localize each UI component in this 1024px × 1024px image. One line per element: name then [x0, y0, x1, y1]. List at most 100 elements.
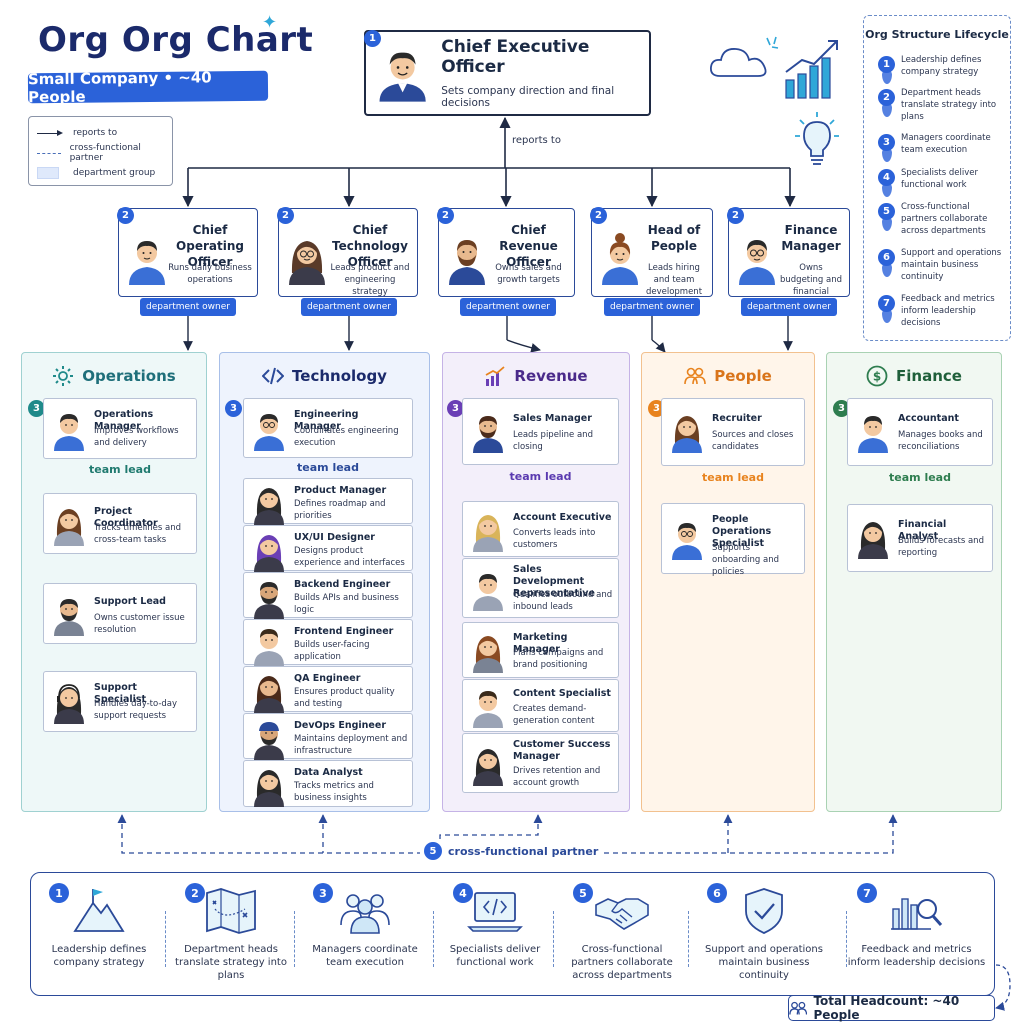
role-card[interactable]: Recruiter Sources and closes candidates: [661, 398, 805, 466]
role-card[interactable]: Content Specialist Creates demand-genera…: [462, 679, 619, 732]
person-avatar-icon: [254, 414, 284, 451]
role-title: Data Analyst: [294, 767, 363, 778]
role-card[interactable]: People Operations Specialist Supports on…: [661, 503, 805, 577]
role-title: Content Specialist: [513, 688, 611, 699]
role-title: Marketing Manager: [513, 632, 568, 655]
role-title: QA Engineer: [294, 673, 361, 684]
step-badge: 4: [453, 883, 473, 903]
step-text: Support and operations maintain business…: [705, 944, 823, 981]
role-title: Backend Engineer: [294, 579, 391, 590]
process-step: 3 Managers coordinate team execution: [295, 873, 435, 997]
role-card[interactable]: Financial Analyst Builds forecasts and r…: [847, 504, 993, 572]
lifecycle-item: 3 Managers coordinate team execution: [874, 132, 1006, 172]
role-title: DevOps Engineer: [294, 720, 387, 731]
role-title: Project Coordinator: [94, 506, 158, 529]
lifecycle-item-text: Managers coordinate team execution: [901, 133, 991, 155]
sparkle-icon: [766, 36, 779, 49]
role-card[interactable]: Engineering Manager Coordinates engineer…: [243, 398, 413, 458]
role-card[interactable]: Support Specialist Handles day-to-day su…: [43, 671, 197, 732]
drop-icon: [882, 183, 892, 197]
legend-reports-to-label: reports to: [73, 128, 118, 138]
department-owner-tag: department owner: [301, 298, 397, 316]
role-description: Builds APIs and business logic: [294, 593, 399, 615]
mountain-flag-icon: [73, 889, 125, 932]
lifecycle-item-text: Feedback and metrics inform leadership d…: [901, 294, 995, 328]
role-title: Recruiter: [712, 413, 762, 424]
head-description: Runs daily business operations: [168, 263, 252, 285]
role-card[interactable]: Product Manager Defines roadmap and prio…: [243, 478, 413, 525]
role-card[interactable]: Frontend Engineer Builds user-facing app…: [243, 619, 413, 666]
step-badge: 1: [49, 883, 69, 903]
people-icon: [789, 1001, 808, 1015]
role-card[interactable]: Data Analyst Tracks metrics and business…: [243, 760, 413, 807]
cross-functional-label: 5 cross-functional partner: [420, 842, 603, 860]
department-number-badge: 3: [833, 400, 850, 417]
ceo-avatar-icon: [379, 52, 426, 102]
head-card-cro[interactable]: 2 Chief Revenue Officer Owns sales and g…: [437, 207, 575, 297]
person-avatar-icon: [254, 676, 284, 713]
role-card[interactable]: DevOps Engineer Maintains deployment and…: [243, 713, 413, 760]
gear-icon: [53, 366, 74, 386]
role-description: Qualifies outbound and inbound leads: [513, 590, 613, 612]
role-card[interactable]: Sales Development Representative Qualifi…: [462, 558, 619, 618]
role-description: Maintains deployment and infrastructure: [294, 734, 408, 756]
legend-reports-to: reports to: [37, 123, 164, 143]
role-title: Accountant: [898, 413, 959, 424]
person-avatar-icon: [54, 599, 84, 636]
role-card[interactable]: Account Executive Converts leads into cu…: [462, 501, 619, 557]
lifecycle-item: 1 Leadership defines company strategy: [874, 54, 1006, 94]
role-card[interactable]: Sales Manager Leads pipeline and closing: [462, 398, 619, 465]
lifecycle-item: 4 Specialists deliver functional work: [874, 167, 1006, 207]
head-card-people[interactable]: 2 Head of People Leads hiring and team d…: [590, 207, 713, 297]
drop-icon: [882, 70, 892, 84]
person-avatar-icon: [473, 636, 503, 673]
role-card[interactable]: Accountant Manages books and reconciliat…: [847, 398, 993, 466]
ceo-title: Chief Executive Officer: [441, 37, 590, 77]
head-card-cto[interactable]: 2 Chief Technology Officer Leads product…: [277, 207, 418, 297]
lifecycle-badge: 4: [878, 169, 895, 186]
ceo-card[interactable]: 1 Chief Executive Officer Sets company d…: [364, 30, 651, 116]
head-card-finance[interactable]: 2 Finance Manager Owns budgeting and fin…: [727, 207, 850, 309]
role-card[interactable]: Project Coordinator Tracks timelines and…: [43, 493, 197, 554]
role-title: People Operations Specialist: [712, 514, 772, 549]
step-text: Managers coordinate team execution: [312, 944, 418, 968]
page-subtitle: Small Company • ~40 People: [28, 68, 269, 106]
role-card[interactable]: Marketing Manager Plans campaigns and br…: [462, 622, 619, 678]
role-description: Leads pipeline and closing: [513, 430, 593, 452]
head-title: Chief Operating Officer: [176, 223, 244, 269]
department-name: Operations: [82, 367, 176, 385]
legend-cross-functional: cross-functional partner: [37, 143, 164, 163]
svg-text:$: $: [873, 370, 881, 384]
role-description: Creates demand-generation content: [513, 704, 595, 726]
lifecycle-item-text: Department heads translate strategy into…: [901, 88, 997, 122]
role-card[interactable]: Operations Manager Improves workflows an…: [43, 398, 197, 459]
role-title: Financial Analyst: [898, 519, 947, 542]
lifecycle-badge: 2: [878, 89, 895, 106]
role-card[interactable]: Customer Success Manager Drives retentio…: [462, 733, 619, 793]
lifecycle-badge: 6: [878, 249, 895, 266]
head-number-badge: 2: [117, 207, 134, 224]
role-description: Improves workflows and delivery: [94, 426, 179, 448]
head-title: Chief Technology Officer: [332, 223, 408, 269]
map-icon: [206, 888, 256, 934]
lifecycle-badge: 1: [878, 56, 895, 73]
head-title: Head of People: [647, 223, 701, 253]
step-badge: 7: [857, 883, 877, 903]
lifecycle-item-text: Cross-functional partners collaborate ac…: [901, 202, 988, 236]
lifecycle-panel: Org Structure Lifecycle 1 Leadership def…: [863, 15, 1011, 341]
head-description: Owns sales and growth targets: [495, 263, 562, 285]
role-card[interactable]: Support Lead Owns customer issue resolut…: [43, 583, 197, 644]
role-title: Operations Manager: [94, 409, 154, 432]
page-title: Org Org Chart: [38, 20, 314, 60]
department-owner-tag: department owner: [741, 298, 837, 316]
head-card-coo[interactable]: 2 Chief Operating Officer Runs daily bus…: [117, 207, 258, 297]
lifecycle-badge: 3: [878, 134, 895, 151]
department-number-badge: 3: [648, 400, 665, 417]
legend-department-group-label: department group: [73, 168, 156, 178]
role-description: Supports onboarding and policies: [712, 543, 779, 577]
role-card[interactable]: UX/UI Designer Designs product experienc…: [243, 525, 413, 572]
role-card[interactable]: QA Engineer Ensures product quality and …: [243, 666, 413, 713]
person-avatar-icon: [858, 416, 888, 453]
reports-to-label: reports to: [512, 135, 561, 146]
role-card[interactable]: Backend Engineer Builds APIs and busines…: [243, 572, 413, 619]
